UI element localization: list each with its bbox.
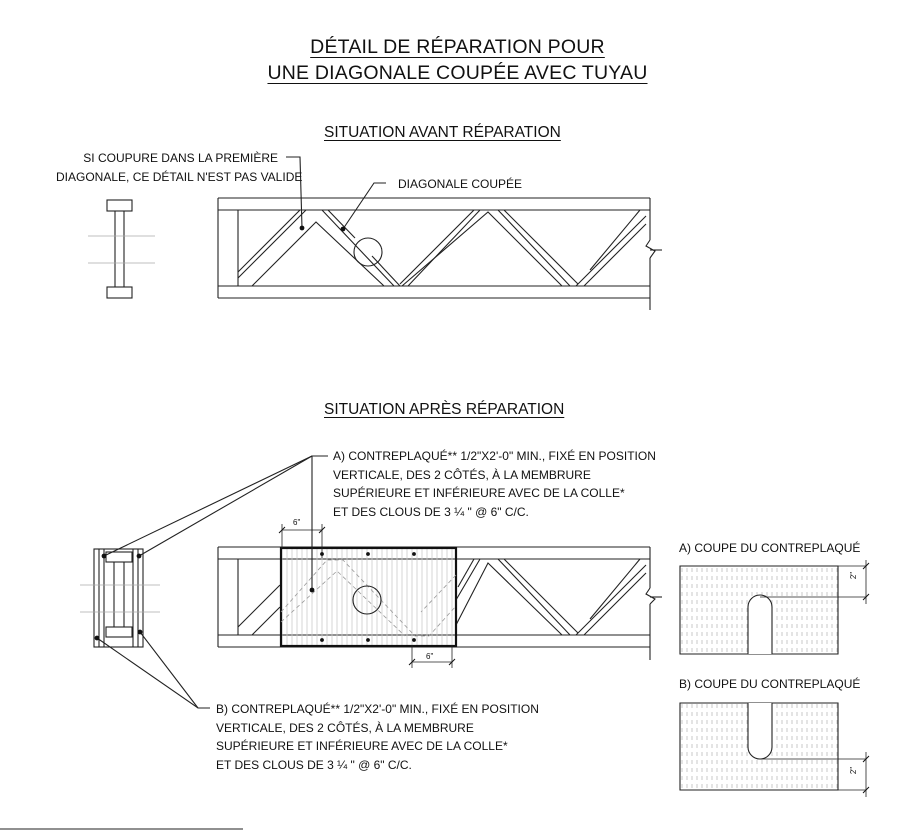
note-cut-diagonal: DIAGONALE COUPÉE — [398, 177, 523, 191]
dimension-lines — [281, 524, 453, 668]
note-first-diagonal-line-2: DIAGONALE, CE DÉTAIL N'EST PAS VALIDE — [56, 169, 303, 184]
dim-top-6in: 6" — [293, 518, 301, 527]
bottom-leaders — [96, 455, 328, 709]
note-b-line-2: VERTICALE, DES 2 CÔTÉS, À LA MEMBRURE — [216, 720, 474, 735]
section-a-label: A) COUPE DU CONTREPLAQUÉ — [679, 541, 861, 555]
note-first-diagonal-line-1: SI COUPURE DANS LA PREMIÈRE — [83, 151, 278, 165]
note-b-line-3: SUPÉRIEURE ET INFÉRIEURE AVEC DE LA COLL… — [216, 739, 508, 753]
heading-after-repair: SITUATION APRÈS RÉPARATION — [324, 401, 565, 418]
dim-bottom-6in: 6" — [426, 652, 434, 661]
section-a-drawing — [679, 560, 867, 655]
heading-before-repair: SITUATION AVANT RÉPARATION — [324, 124, 561, 141]
note-a-line-3: SUPÉRIEURE ET INFÉRIEURE AVEC DE LA COLL… — [333, 486, 625, 500]
top-truss — [217, 197, 662, 310]
note-a-line-1: A) CONTREPLAQUÉ** 1/2"X2'-0" MIN., FIXÉ … — [333, 449, 656, 463]
note-plywood-a: A) CONTREPLAQUÉ** 1/2"X2'-0" MIN., FIXÉ … — [333, 447, 656, 521]
section-b-label: B) COUPE DU CONTREPLAQUÉ — [679, 677, 861, 691]
note-b-line-4: ET DES CLOUS DE 3 ¼ " @ 6" C/C. — [216, 757, 412, 772]
bottom-end-section — [80, 548, 160, 648]
note-a-line-4: ET DES CLOUS DE 3 ¼ " @ 6" C/C. — [333, 504, 529, 519]
note-plywood-b: B) CONTREPLAQUÉ** 1/2"X2'-0" MIN., FIXÉ … — [216, 700, 539, 774]
dimension-ticks — [278, 526, 870, 794]
section-b-drawing — [679, 702, 867, 797]
note-b-line-1: B) CONTREPLAQUÉ** 1/2"X2'-0" MIN., FIXÉ … — [216, 702, 539, 716]
note-a-line-2: VERTICALE, DES 2 CÔTÉS, À LA MEMBRURE — [333, 467, 591, 482]
top-leaders — [286, 156, 386, 230]
nail-dots — [94, 225, 416, 642]
top-end-section — [88, 199, 155, 299]
plywood-panel — [279, 546, 458, 648]
note-first-diagonal: SI COUPURE DANS LA PREMIÈRE DIAGONALE, C… — [56, 149, 303, 186]
title-line-2: UNE DIAGONALE COUPÉE AVEC TUYAU — [267, 62, 648, 84]
title-line-1: DÉTAIL DE RÉPARATION POUR — [310, 36, 605, 58]
